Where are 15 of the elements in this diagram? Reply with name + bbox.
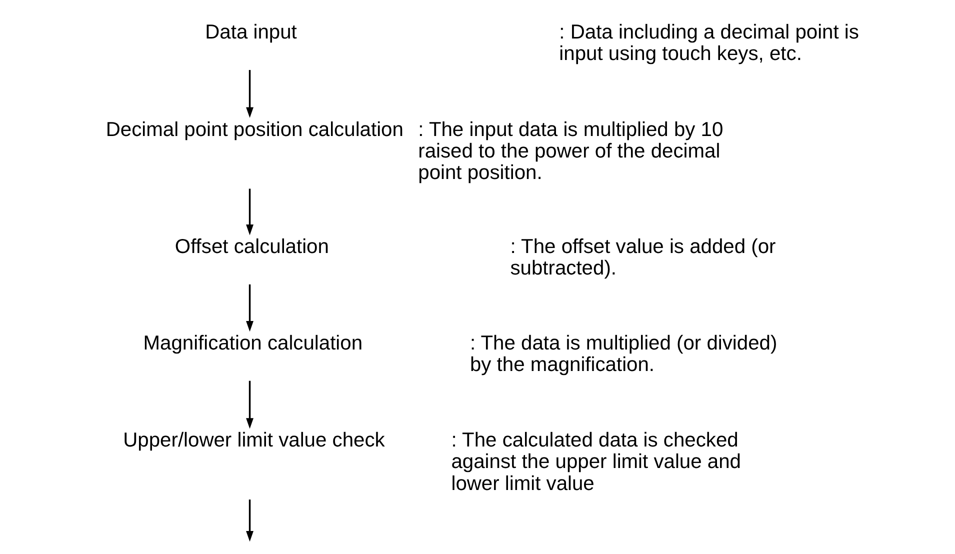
node-label: : The calculated data is checked against the upper limit value and lower limit value — [451, 430, 742, 495]
node-label: : The offset value is added (or subtracted). — [510, 236, 776, 280]
node-text: Magnification calculation — [143, 332, 363, 354]
arrow — [246, 380, 254, 429]
arrow — [246, 70, 254, 118]
node-text: Data input — [205, 22, 297, 44]
node-label: : The input data is multiplied by 10 raised to the power of the decimal point position. — [418, 118, 724, 184]
arrow — [246, 284, 254, 332]
arrow — [246, 500, 254, 542]
arrow — [246, 188, 254, 236]
node-label: : The data is multiplied (or divided) by the magnification. — [470, 332, 778, 376]
node-text: Offset calculation — [174, 236, 329, 258]
node-label: : Data including a decimal point is input using touch keys, etc. — [559, 22, 859, 66]
node-text: Decimal point position calculation — [106, 118, 404, 141]
node-text: Upper/lower limit value check — [123, 430, 385, 452]
